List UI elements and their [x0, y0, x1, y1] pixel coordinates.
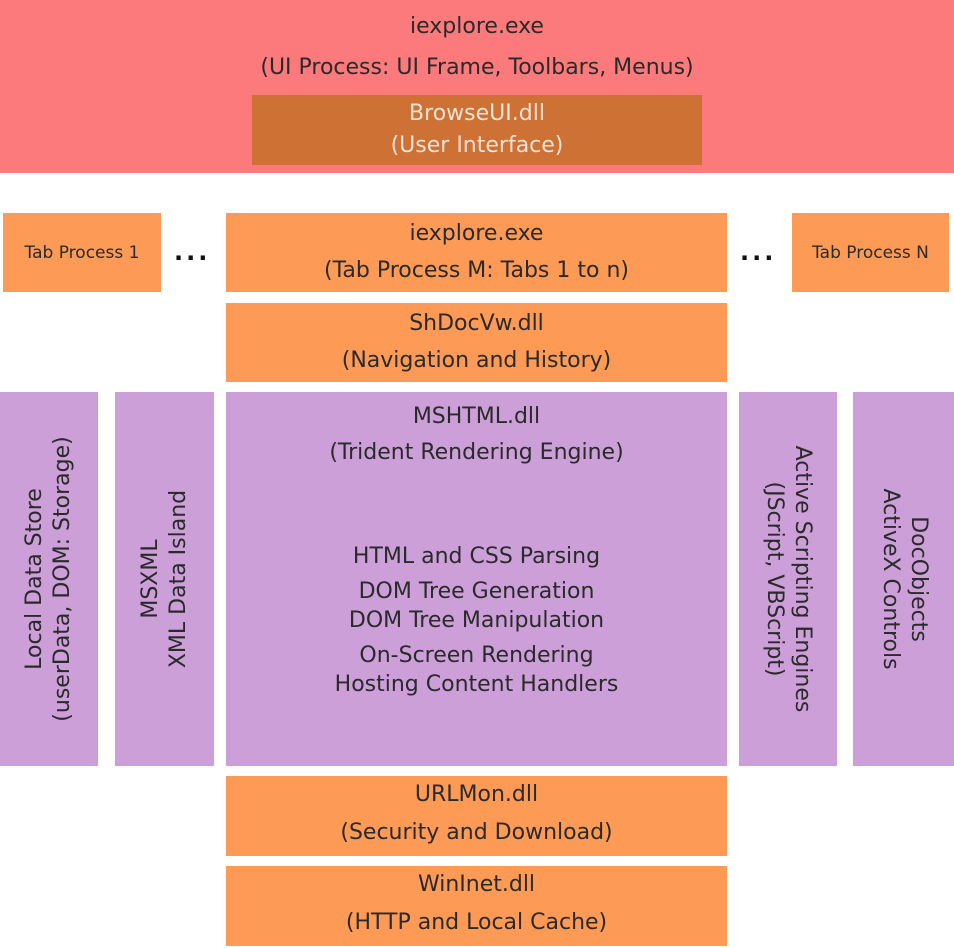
docobjects-label: DocObjects ActiveX Controls — [876, 488, 932, 669]
browseui-subtitle: (User Interface) — [390, 133, 564, 158]
wininet-title: WinInet.dll — [417, 872, 536, 897]
tab-process-1-block: Tab Process 1 — [3, 213, 161, 292]
active-scripting-block: Active Scripting Engines (JScript, VBScr… — [739, 392, 837, 766]
mshtml-feature: HTML and CSS Parsing — [352, 544, 601, 569]
mshtml-feature: DOM Tree Manipulation — [348, 608, 605, 633]
tab-process-m-subtitle: (Tab Process M: Tabs 1 to n) — [324, 258, 629, 283]
msxml-line2: XML Data Island — [165, 489, 191, 669]
active-scripting-line1: Active Scripting Engines — [790, 445, 815, 713]
mshtml-feature: On-Screen Rendering — [359, 643, 594, 668]
ellipsis-right: ... — [740, 238, 777, 266]
urlmon-block: URLMon.dll (Security and Download) — [226, 776, 727, 856]
local-data-store-label: Local Data Store (userData, DOM: Storage… — [21, 436, 77, 721]
shdocvw-title: ShDocVw.dll — [409, 311, 544, 336]
local-data-store-line1: Local Data Store — [22, 488, 47, 670]
shdocvw-block: ShDocVw.dll (Navigation and History) — [226, 303, 727, 382]
local-data-store-line2: (userData, DOM: Storage) — [50, 436, 75, 722]
mshtml-feature: Hosting Content Handlers — [334, 672, 619, 697]
docobjects-block: DocObjects ActiveX Controls — [853, 392, 954, 766]
browseui-title: BrowseUI.dll — [409, 101, 545, 126]
ui-process-title: iexplore.exe — [410, 14, 544, 39]
msxml-block: MSXML XML Data Island — [115, 392, 214, 766]
mshtml-feature: DOM Tree Generation — [358, 579, 595, 604]
local-data-store-block: Local Data Store (userData, DOM: Storage… — [0, 392, 98, 766]
wininet-block: WinInet.dll (HTTP and Local Cache) — [226, 866, 727, 946]
active-scripting-label: Active Scripting Engines (JScript, VBScr… — [760, 446, 816, 713]
tab-process-1-label: Tab Process 1 — [24, 242, 140, 263]
tab-process-m-block: iexplore.exe (Tab Process M: Tabs 1 to n… — [226, 213, 727, 292]
urlmon-subtitle: (Security and Download) — [340, 820, 613, 845]
msxml-line1: MSXML — [137, 539, 163, 619]
mshtml-subtitle: (Trident Rendering Engine) — [329, 440, 624, 465]
shdocvw-subtitle: (Navigation and History) — [341, 348, 612, 373]
browseui-block: BrowseUI.dll (User Interface) — [252, 95, 702, 165]
mshtml-title: MSHTML.dll — [412, 404, 541, 429]
urlmon-title: URLMon.dll — [414, 782, 539, 807]
mshtml-block: MSHTML.dll (Trident Rendering Engine) HT… — [226, 392, 727, 766]
msxml-label: MSXML XML Data Island — [137, 490, 193, 668]
tab-process-n-block: Tab Process N — [792, 213, 949, 292]
ui-process-subtitle: (UI Process: UI Frame, Toolbars, Menus) — [260, 55, 694, 80]
docobjects-line1: DocObjects — [905, 516, 931, 642]
tab-process-n-label: Tab Process N — [812, 242, 929, 263]
active-scripting-line2: (JScript, VBScript) — [762, 481, 787, 677]
tab-process-m-title: iexplore.exe — [409, 221, 544, 246]
ellipsis-left: ... — [174, 238, 211, 266]
wininet-subtitle: (HTTP and Local Cache) — [345, 910, 608, 935]
docobjects-line2: ActiveX Controls — [877, 488, 903, 670]
